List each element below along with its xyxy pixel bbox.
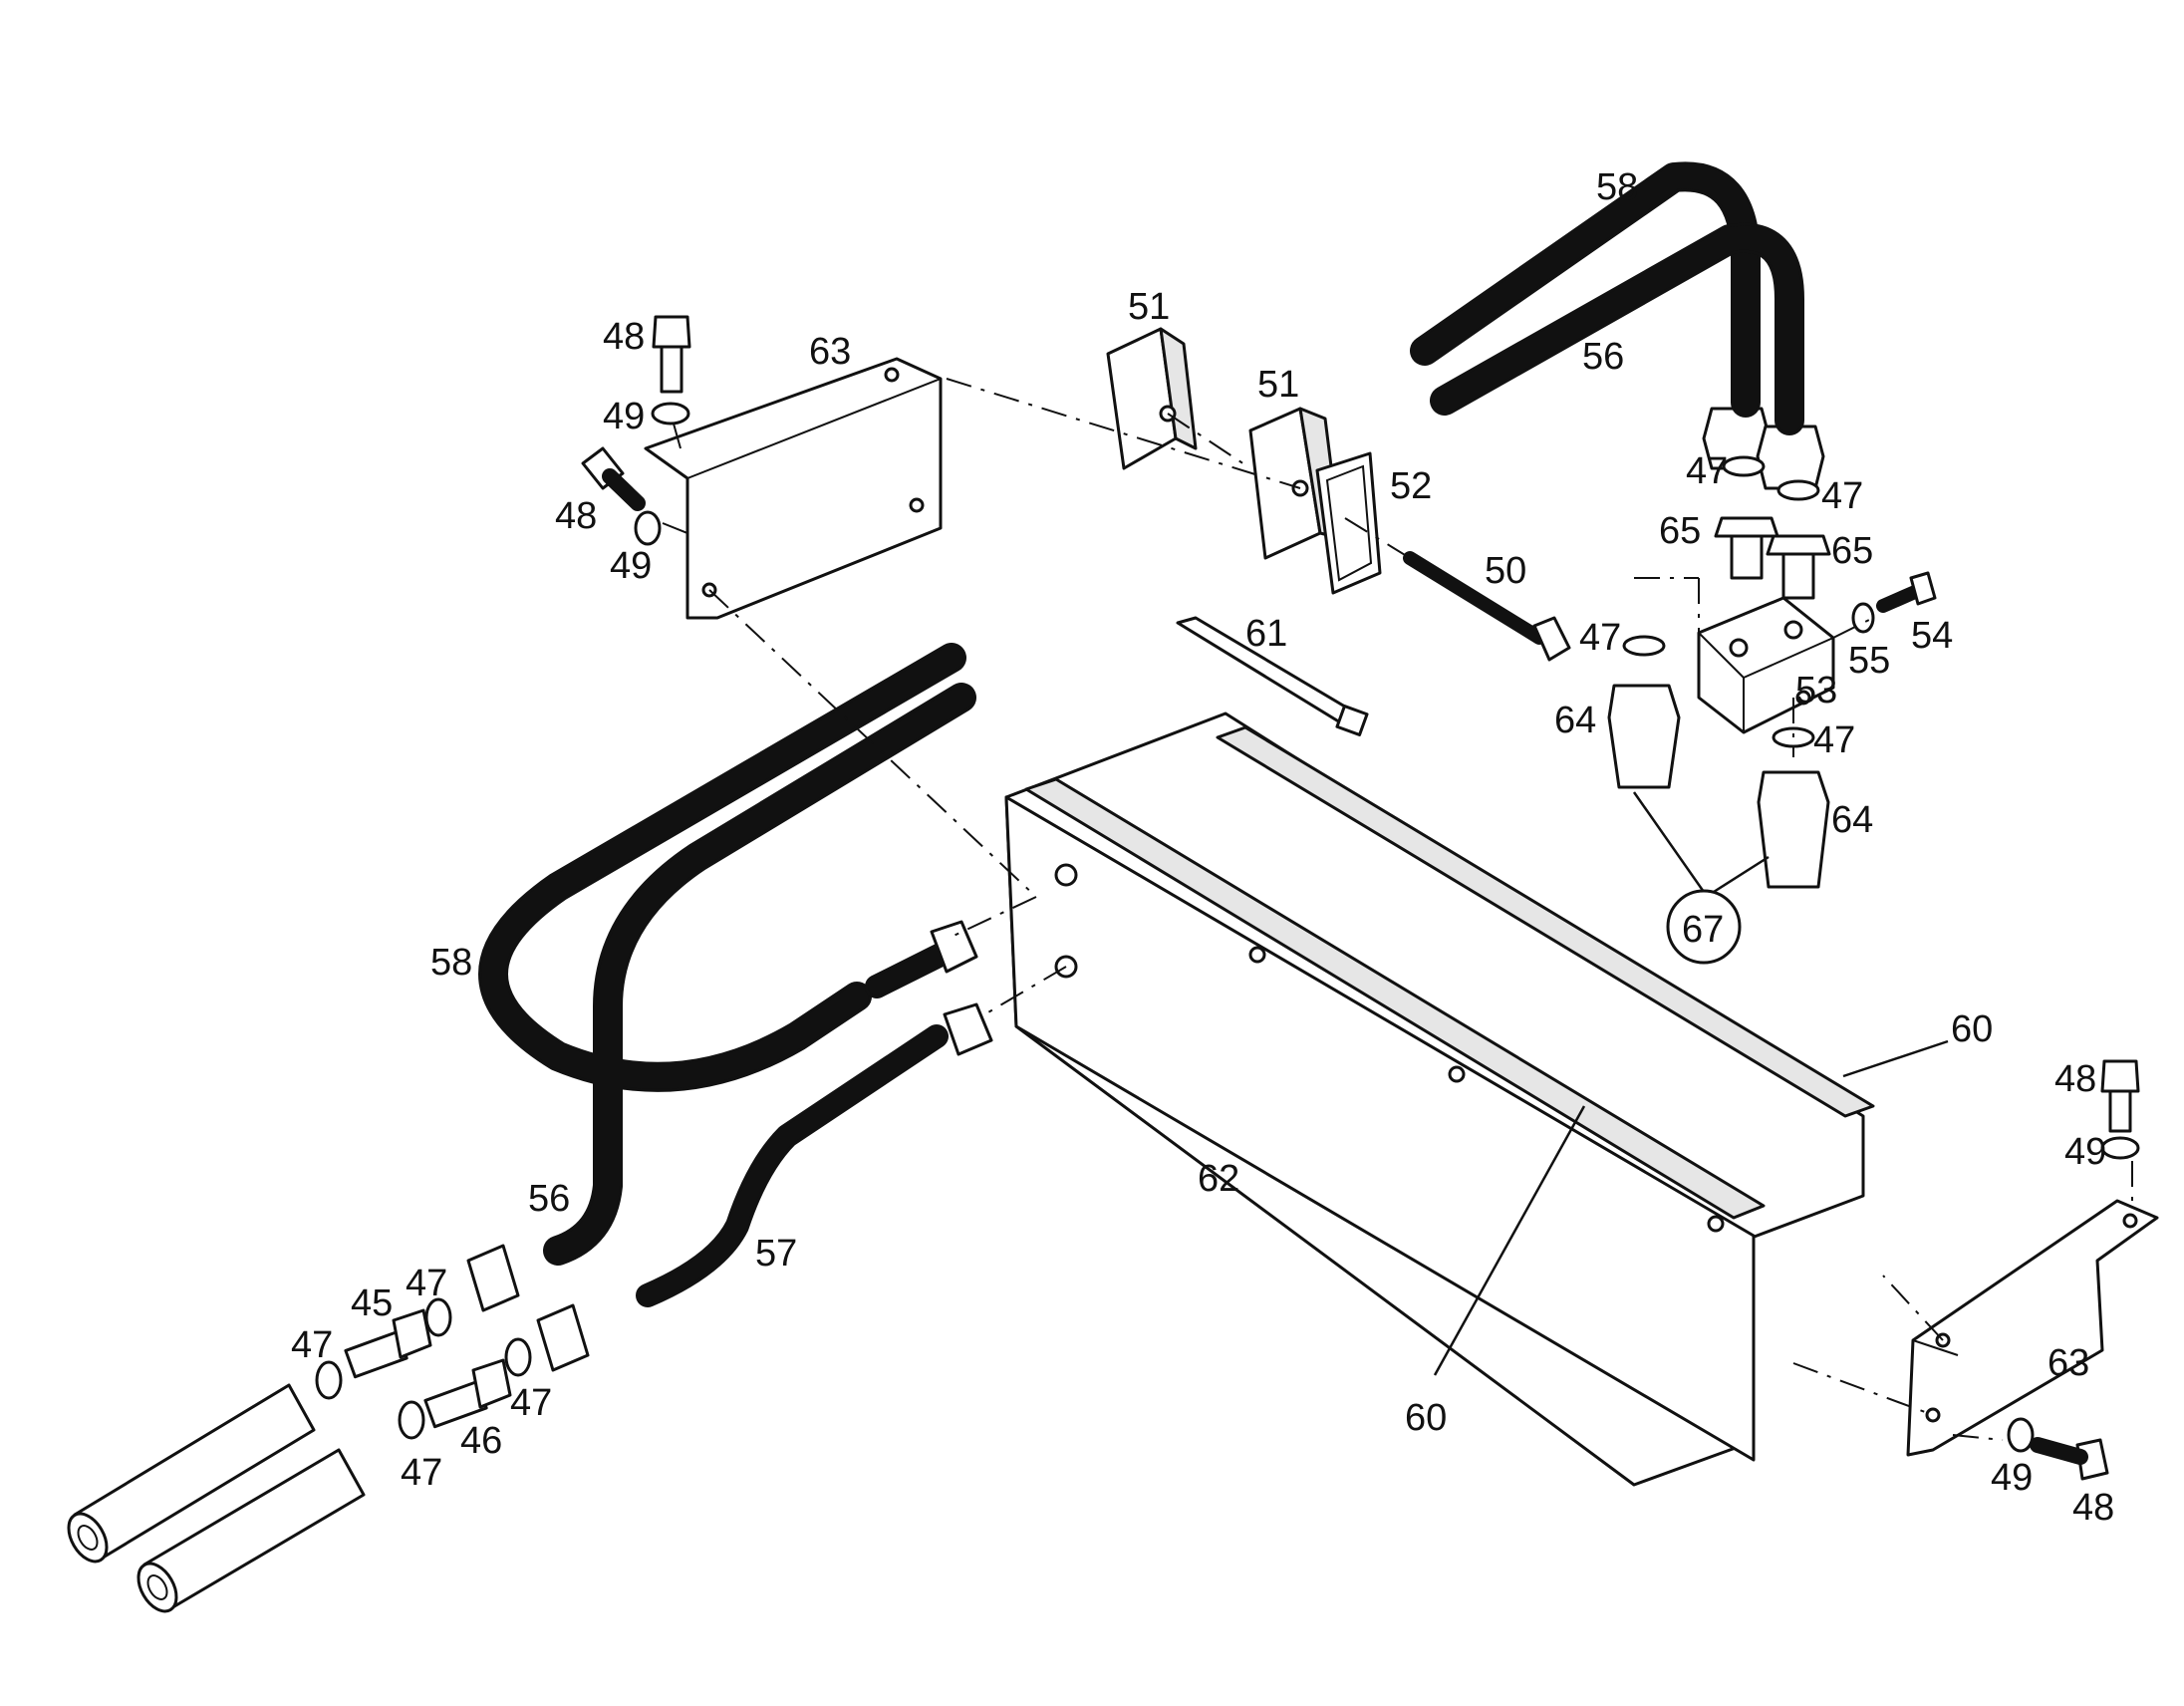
hose-nut-top-right [1756,425,1825,490]
tank-62 [1004,711,1875,1487]
hose-nut-57 [536,1303,590,1372]
adapter-45 [344,1308,432,1379]
hose-57 [636,1024,949,1307]
bracket-63-top [644,357,943,620]
label-63: 63 [809,331,851,373]
union-64-left [1607,684,1681,789]
label-51: 51 [1257,364,1299,406]
pipe-58-lower [478,643,966,1092]
label-48: 48 [555,495,597,537]
callout-labels: 48 63 49 48 49 51 51 52 50 61 58 56 47 4… [291,166,2114,1529]
leader-lines [1433,791,1949,1376]
pipe-56-top [1430,222,1804,435]
label-50: 50 [1485,550,1526,592]
bolts-48 [581,315,2140,1481]
pipe-56-lower [543,683,976,1266]
hose-nut-lower [943,1002,993,1056]
label-48: 48 [2054,1058,2096,1100]
fitting-65-right [1766,534,1831,600]
label-60: 60 [1405,1397,1447,1439]
label-65: 65 [1659,510,1701,552]
hose-end-lower-right [136,1448,366,1613]
label-60: 60 [1951,1008,1993,1050]
label-54: 54 [1911,615,1953,657]
bracket-63-bottom [1906,1199,2159,1457]
washers-49 [634,402,2140,1453]
label-55: 55 [1848,640,1890,682]
label-47: 47 [1821,475,1863,517]
label-56: 56 [528,1178,570,1220]
label-63: 63 [2048,1342,2089,1384]
label-47: 47 [291,1324,333,1366]
hose-nut-upper [930,920,978,974]
adapter-46 [423,1358,512,1429]
label-47: 47 [1813,719,1855,761]
label-65: 65 [1831,530,1873,572]
assembly-67-circle [1666,889,1742,965]
label-49: 49 [603,396,645,437]
label-67: 67 [1682,909,1724,951]
union-64-right [1757,770,1830,889]
label-47: 47 [510,1382,552,1424]
bolt-50 [1403,551,1571,662]
washer-55 [1851,602,1875,634]
hose-nut-56 [466,1244,520,1312]
bolt-54 [1876,571,1937,613]
label-62: 62 [1198,1158,1239,1200]
label-61: 61 [1245,613,1287,655]
label-64: 64 [1554,700,1596,741]
hose-end-lower-left [67,1383,316,1564]
plate-52 [1315,451,1382,595]
label-52: 52 [1390,465,1432,507]
label-49: 49 [2064,1131,2106,1173]
center-lines [662,378,2133,1441]
label-49: 49 [610,545,652,587]
label-46: 46 [460,1420,502,1462]
label-58: 58 [1596,166,1638,208]
label-49: 49 [1991,1457,2033,1499]
manifold-block-53 [1697,596,1835,734]
clamp-block-51-left [1106,327,1198,470]
label-45: 45 [351,1282,393,1324]
label-47: 47 [401,1452,442,1494]
label-53: 53 [1795,670,1837,711]
label-51: 51 [1128,286,1170,328]
label-48: 48 [603,316,645,358]
label-58: 58 [430,942,472,984]
label-64: 64 [1831,799,1873,841]
label-47: 47 [1579,617,1621,659]
label-56: 56 [1582,336,1624,378]
label-48: 48 [2072,1487,2114,1529]
label-47: 47 [406,1263,447,1304]
label-57: 57 [755,1233,797,1275]
label-47: 47 [1686,450,1728,492]
cable-tie-61 [1176,616,1369,736]
hose-upper-to-tank [865,940,958,998]
